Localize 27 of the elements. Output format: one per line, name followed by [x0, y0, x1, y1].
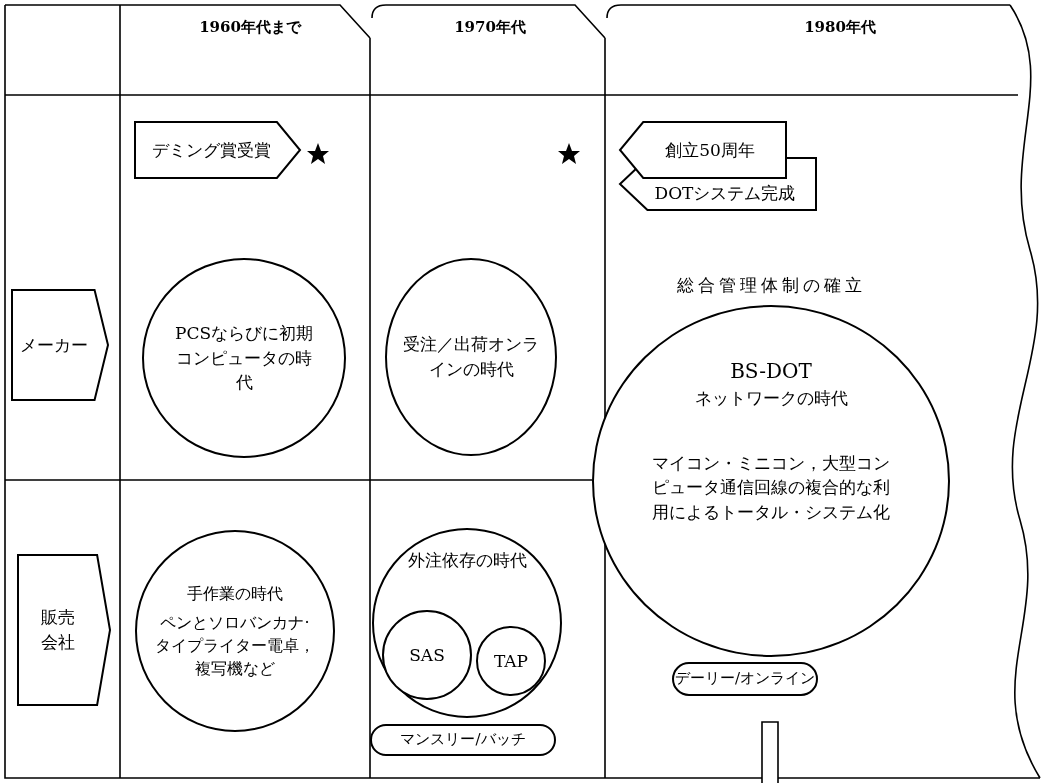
- mode-label: マンスリー/バッチ: [400, 729, 526, 751]
- milestone-label: DOTシステム完成: [654, 182, 796, 206]
- mode-pill: [370, 724, 556, 756]
- system-label: TAP: [493, 649, 529, 673]
- row-label: メーカー: [19, 333, 89, 357]
- mode-pill: [672, 662, 818, 696]
- column-header: 1970年代: [453, 18, 527, 37]
- arc-heading: 総合管理体制の確立: [676, 274, 866, 297]
- row-label: 販売会社: [40, 606, 76, 654]
- era-title: 受注／出荷オンラインの時代: [402, 333, 540, 381]
- milestone-tag: [620, 122, 786, 178]
- era-title: PCSならびに初期コンピュータの時代: [174, 322, 314, 395]
- era-title: 手作業の時代: [187, 582, 283, 605]
- era-description: マイコン・ミニコン，大型コンピュータ通信回線の複合的な利用によるトータル・システム化: [651, 451, 891, 524]
- system-name: BS-DOT: [730, 358, 812, 385]
- milestone-tag: [135, 122, 300, 178]
- era-description: ペンとソロバンカナ·タイプライター電卓，複写機など: [154, 611, 316, 681]
- milestone-label: 創立50周年: [665, 138, 755, 162]
- mode-label: デーリー/オンライン: [674, 668, 816, 690]
- era-title: ネットワークの時代: [694, 387, 848, 410]
- system-label: SAS: [409, 643, 445, 667]
- milestone-label: デミング賞受賞: [152, 138, 271, 162]
- era-title: 外注依存の時代: [407, 549, 527, 572]
- column-header: 1980年代: [803, 18, 877, 37]
- row-label-tag: [18, 555, 110, 705]
- column-header: 1960年代まで: [198, 18, 303, 37]
- row-label-tag: [12, 290, 108, 400]
